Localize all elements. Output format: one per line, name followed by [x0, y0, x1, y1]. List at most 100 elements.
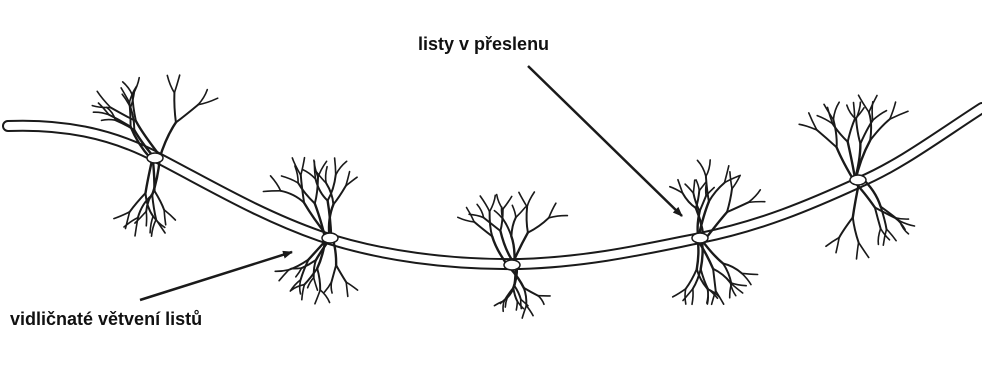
leaf-segment	[549, 216, 568, 218]
leaf-segment	[335, 158, 336, 175]
label-leaves-in-whorl: listy v přeslenu	[418, 34, 549, 55]
leaf-segment	[878, 229, 880, 245]
leaf-segment	[164, 210, 166, 225]
leaf-segment	[317, 268, 320, 290]
leaf-segment	[742, 273, 751, 284]
leaf-segment	[263, 191, 280, 192]
leaf-segment	[480, 196, 489, 212]
leaf-segment	[824, 104, 833, 119]
leaf-segment	[159, 122, 176, 159]
leaf-segment	[528, 218, 549, 233]
leaf-segment	[503, 197, 512, 210]
leaf-segment	[516, 207, 526, 218]
leaf-segment	[839, 217, 853, 237]
leaf-segment	[713, 269, 716, 291]
leaf-whorls	[92, 75, 914, 318]
leaf-segment	[497, 195, 503, 210]
leaf-segment	[693, 180, 694, 193]
leaf-segment	[685, 184, 693, 193]
leaf-segment	[346, 282, 357, 290]
leaf-segment	[333, 186, 345, 205]
leaf-segment	[174, 75, 179, 93]
leaf-segment	[336, 161, 347, 175]
label-forked-branching: vidličnaté větvení listů	[10, 309, 202, 330]
leaf-segment	[527, 192, 534, 207]
leaf-segment	[511, 218, 515, 237]
leaf-whorl	[92, 75, 217, 236]
leaf-segment	[301, 158, 305, 176]
leaf-segment	[749, 202, 765, 203]
leaf-segment	[332, 265, 337, 282]
leaf-segment	[153, 160, 155, 191]
leaf-segment	[314, 260, 316, 278]
leaf-segment	[519, 192, 527, 207]
leaf-segment	[848, 119, 855, 142]
leaf-segment	[697, 160, 706, 176]
leaf-segment	[859, 243, 869, 258]
leaf-segment	[549, 203, 556, 218]
leaf-segment	[315, 290, 320, 304]
arrow-to-whorl	[528, 66, 682, 216]
leaf-segment	[302, 285, 305, 300]
leaf-segment	[484, 218, 501, 231]
leaf-segment	[833, 120, 836, 148]
leaf-segment	[833, 102, 839, 120]
leaf-segment	[154, 191, 164, 210]
leaf-segment	[164, 210, 175, 220]
leaf-segment	[673, 289, 686, 297]
leaf-segment	[504, 288, 513, 301]
leaf-segment	[314, 278, 318, 291]
leaf-segment	[817, 130, 837, 147]
label-arrows	[140, 66, 682, 300]
leaf-segment	[706, 176, 709, 201]
leaf-segment	[114, 212, 130, 219]
leaf-segment	[727, 189, 732, 212]
whorl-node	[692, 233, 708, 243]
leaf-segment	[873, 111, 887, 121]
leaf-segment	[281, 191, 305, 203]
leaf-segment	[512, 205, 516, 217]
leaf-segment	[314, 161, 315, 179]
leaf-segment	[742, 273, 758, 274]
leaf-segment	[856, 119, 860, 144]
leaf-segment	[749, 190, 761, 203]
leaf-segment	[167, 75, 174, 92]
leaf-segment	[176, 105, 198, 123]
leaf-segment	[538, 296, 544, 305]
leaf-segment	[271, 176, 281, 191]
whorl-node	[147, 153, 163, 163]
leaf-segment	[174, 93, 176, 123]
leaf-segment	[503, 301, 504, 311]
leaf-segment	[135, 211, 146, 223]
leaf-segment	[102, 120, 116, 121]
leaf-segment	[130, 193, 146, 212]
leaf-segment	[853, 217, 859, 242]
leaf-segment	[97, 91, 110, 107]
whorl-node	[322, 233, 338, 243]
leaf-segment	[709, 183, 725, 202]
leaf-segment	[857, 243, 859, 259]
whorl-node	[504, 260, 520, 270]
leaf-segment	[303, 170, 316, 179]
leaf-segment	[490, 195, 496, 211]
whorl-node	[850, 175, 866, 185]
leaf-segment	[300, 280, 301, 294]
leaf-segment	[282, 176, 299, 183]
leaf-segment	[696, 191, 699, 209]
leaf-segment	[346, 282, 348, 296]
leaf-segment	[336, 265, 346, 282]
leaf-segment	[516, 301, 517, 310]
leaf-segment	[296, 268, 302, 277]
leaf-segment	[146, 161, 153, 194]
leaf-segment	[870, 119, 890, 140]
leaf-segment	[696, 180, 699, 191]
leaf-whorl	[799, 95, 914, 259]
leaf-segment	[301, 175, 304, 203]
leaf-segment	[326, 167, 327, 184]
leaf-segment	[526, 306, 533, 316]
leaf-segment	[706, 160, 710, 177]
arrow-to-forked-leaf	[140, 252, 292, 300]
leaf-segment	[527, 207, 528, 233]
leaf-whorl	[458, 192, 568, 318]
leaf-segment	[503, 219, 511, 236]
